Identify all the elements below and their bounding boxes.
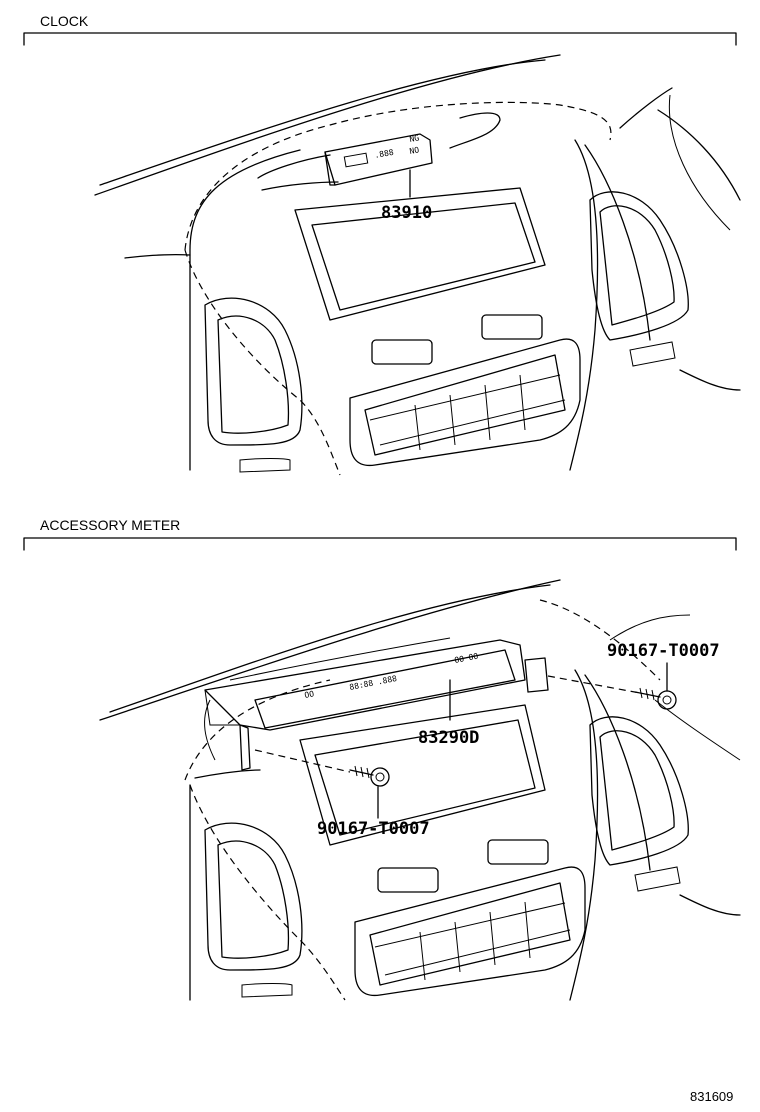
section-accessory-meter: ACCESSORY METER	[23, 517, 741, 1001]
svg-text:OO: OO	[304, 689, 315, 700]
screw-right	[634, 687, 677, 710]
svg-text:NO: NO	[409, 145, 420, 156]
section-clock-bracket	[23, 32, 737, 46]
section-accessory-meter-bracket	[23, 537, 737, 551]
svg-text:NG: NG	[409, 133, 420, 144]
screw-left	[349, 765, 390, 787]
svg-text:.888: .888	[374, 148, 395, 160]
section-clock-title: CLOCK	[40, 13, 89, 29]
callout-90167-T0007-right: 90167-T0007	[607, 641, 720, 661]
callout-83910: 83910	[381, 203, 432, 223]
dashboard-illustration-clock: .888 NG NO	[94, 54, 741, 476]
callout-83290D: 83290D	[418, 728, 479, 748]
dashboard-illustration-accessory-meter: 88:88 .888 OO OO OO	[99, 579, 741, 1001]
section-accessory-meter-title: ACCESSORY METER	[40, 517, 180, 533]
svg-text:OO OO: OO OO	[454, 651, 480, 664]
figure-id: 831609	[690, 1089, 733, 1104]
accessory-meter-unit: 88:88 .888 OO OO OO	[204, 637, 549, 771]
clock-unit: .888 NG NO	[324, 133, 433, 186]
section-clock: CLOCK .888	[23, 13, 741, 476]
callout-90167-T0007-left: 90167-T0007	[317, 819, 430, 839]
